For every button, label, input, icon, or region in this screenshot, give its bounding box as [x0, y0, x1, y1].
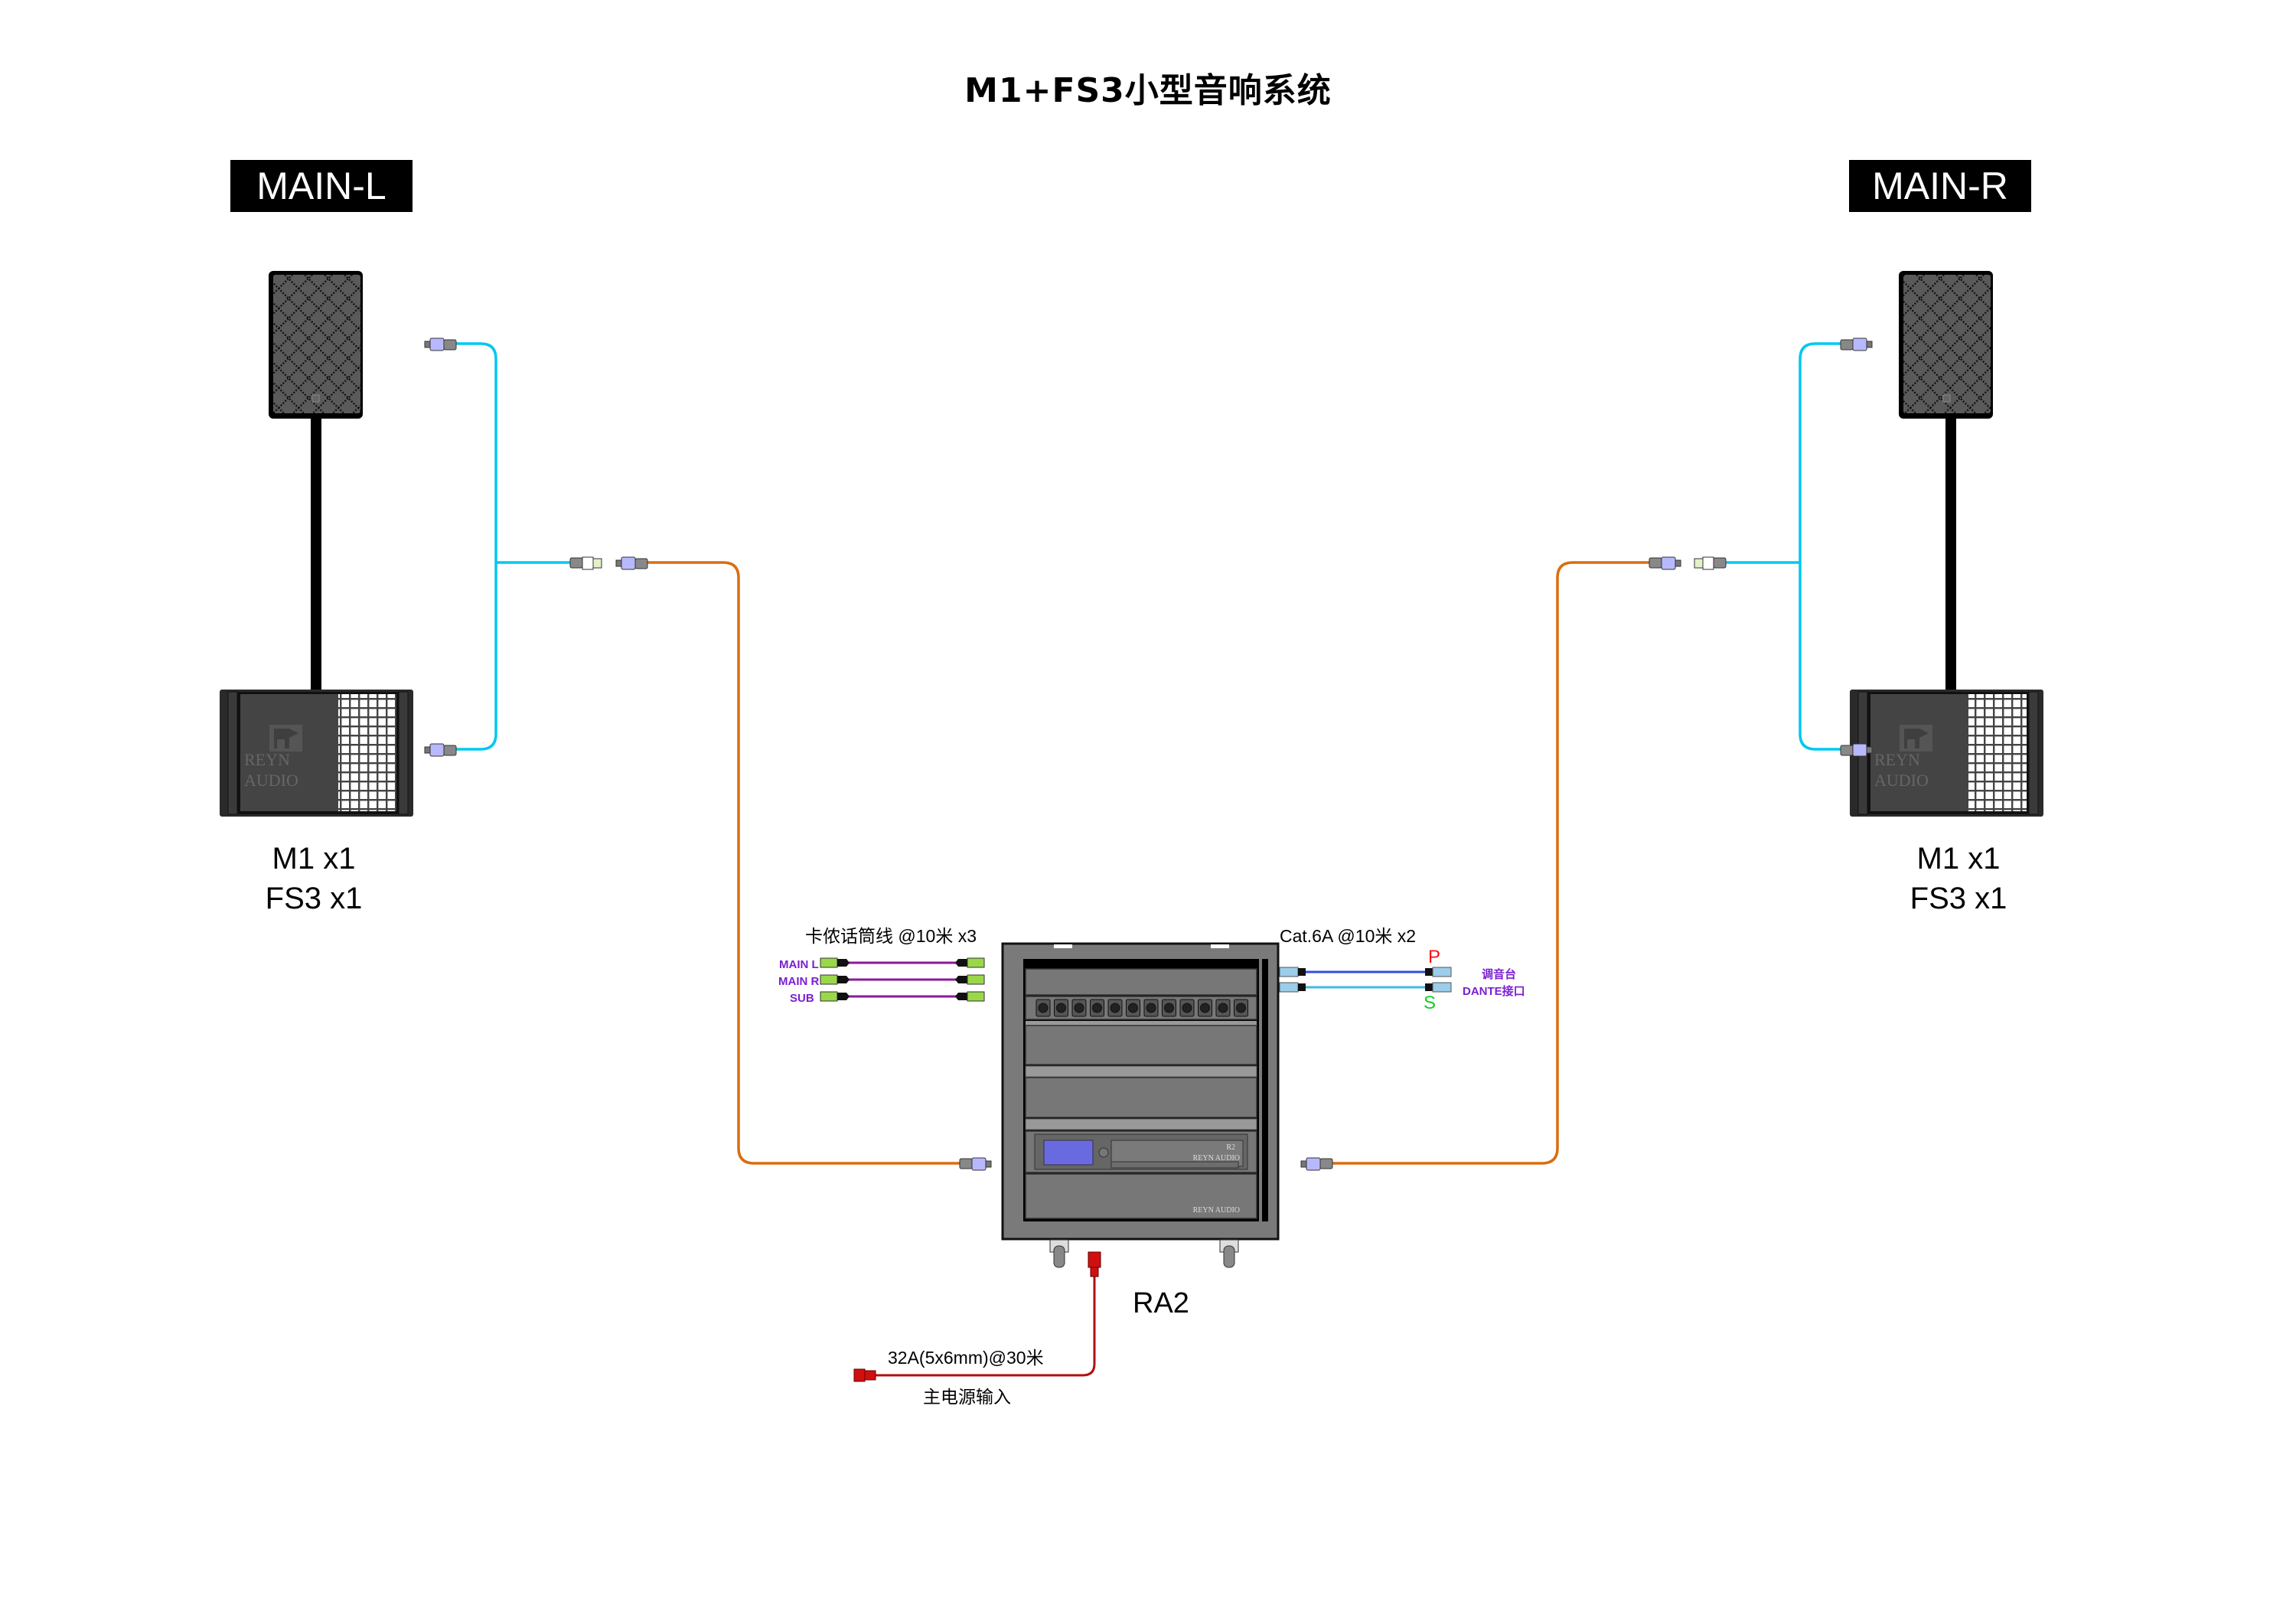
- right-sub-brand-line2: AUDIO: [1874, 771, 1929, 790]
- xlr-socket-hole: [1218, 1003, 1228, 1013]
- ra2-rack-case: R2 REYN AUDIO REYN AUDIO: [1001, 942, 1280, 1268]
- xlr-socket-hole: [1146, 1003, 1156, 1013]
- right-speaker-pole: [1945, 413, 1956, 693]
- console-label: 调音台: [1482, 968, 1517, 981]
- right-feed-cable: [1321, 561, 1649, 1165]
- power-spec-label: 32A(5x6mm)@30米: [888, 1348, 1044, 1368]
- left-sub-brand-line2: AUDIO: [244, 771, 298, 790]
- left-feed-female-connector-icon: [615, 556, 648, 570]
- bottom-panel-brand: REYN AUDIO: [1193, 1206, 1240, 1215]
- left-speaker-pole: [311, 413, 321, 693]
- right-top-speaker-connector-icon: [1840, 338, 1873, 351]
- right-sub-brand-line1: REYN: [1874, 750, 1920, 769]
- left-top-speaker-connector-icon: [424, 338, 457, 351]
- rack-blank-panel-1: [1025, 968, 1257, 996]
- left-m1-speaker: [269, 271, 363, 419]
- xlr-socket-hole: [1110, 1003, 1120, 1013]
- power-input-cable: [853, 1251, 1101, 1382]
- right-fs3-qty: FS3 x1: [1910, 882, 2007, 915]
- xlr-socket-hole: [1038, 1003, 1049, 1013]
- xlr-cable-label: 卡侬话筒线 @10米 x3: [805, 926, 977, 946]
- xlr-socket-hole: [1092, 1003, 1102, 1013]
- right-m1-speaker: [1899, 271, 1993, 419]
- amplifier-display: [1043, 1140, 1094, 1166]
- right-feed-female-connector-icon: [1649, 556, 1681, 570]
- xlr-socket-hole: [1236, 1003, 1246, 1013]
- network-cable-bundle: [1279, 967, 1452, 993]
- secondary-port-label: S: [1424, 993, 1437, 1013]
- xlr-cable-main-r: [820, 974, 985, 985]
- rack-caster-right: [1219, 1239, 1239, 1268]
- r2-amplifier: R2 REYN AUDIO: [1025, 1130, 1257, 1173]
- amplifier-knob: [1098, 1147, 1109, 1158]
- right-speaker-stack: REYN AUDIO: [1850, 271, 2043, 817]
- xlr-socket-hole: [1182, 1003, 1192, 1013]
- rack-caster-left: [1049, 1239, 1069, 1268]
- dante-interface-label: DANTE接口: [1463, 985, 1525, 998]
- xlr-cable-bundle: [820, 957, 985, 1002]
- rack-blank-panel-3: [1025, 1077, 1257, 1118]
- network-cable-label: Cat.6A @10米 x2: [1280, 926, 1417, 946]
- left-speaker-cable: [455, 342, 570, 751]
- xlr-socket-hole: [1056, 1003, 1066, 1013]
- left-splitter-male-connector-icon: [569, 556, 602, 570]
- left-fs3-qty: FS3 x1: [265, 882, 363, 915]
- xlr-socket-hole: [1128, 1003, 1138, 1013]
- rack-left-output-connector-icon: [959, 1157, 992, 1171]
- xlr-cable-sub: [820, 991, 985, 1002]
- xlr-socket-hole: [1164, 1003, 1174, 1013]
- right-splitter-male-connector-icon: [1694, 556, 1727, 570]
- left-sub-connector-icon: [424, 743, 457, 757]
- left-m1-qty: M1 x1: [272, 842, 356, 876]
- left-feed-cable: [647, 561, 960, 1165]
- cat6a-primary-cable: [1279, 967, 1452, 977]
- amplifier-brand: REYN AUDIO: [1193, 1154, 1240, 1163]
- amplifier-model: R2: [1226, 1143, 1235, 1152]
- right-sub-connector-icon: [1840, 743, 1873, 757]
- diagram-title: M1+FS3小型音响系统: [964, 71, 1332, 110]
- rack-blank-panel-2: [1025, 1025, 1257, 1065]
- rack-connector-panel: [1025, 996, 1257, 1020]
- left-speaker-stack: REYN AUDIO: [220, 271, 413, 817]
- xlr-channel-sub: SUB: [790, 992, 814, 1005]
- right-speaker-cable: [1726, 342, 1841, 751]
- xlr-socket-hole: [1200, 1003, 1210, 1013]
- primary-port-label: P: [1428, 947, 1441, 967]
- xlr-socket-hole: [1074, 1003, 1084, 1013]
- xlr-channel-main-l: MAIN L: [779, 958, 819, 971]
- rack-label: RA2: [1133, 1287, 1189, 1319]
- xlr-channel-main-r: MAIN R: [778, 975, 820, 988]
- cat6a-secondary-cable: [1279, 982, 1452, 993]
- left-sub-brand-line1: REYN: [244, 750, 290, 769]
- left-fs3-subwoofer: REYN AUDIO: [220, 690, 413, 817]
- rack-right-output-connector-icon: [1300, 1157, 1333, 1171]
- right-m1-qty: M1 x1: [1916, 842, 2001, 876]
- power-input-label: 主电源输入: [923, 1387, 1011, 1407]
- xlr-cable-main-l: [820, 957, 985, 968]
- main-r-badge: MAIN-R: [1849, 160, 2031, 212]
- main-l-badge: MAIN-L: [230, 160, 413, 212]
- rack-bottom-panel: REYN AUDIO: [1025, 1173, 1257, 1219]
- right-fs3-subwoofer: REYN AUDIO: [1850, 690, 2043, 817]
- power-plug-icon: [853, 1368, 866, 1382]
